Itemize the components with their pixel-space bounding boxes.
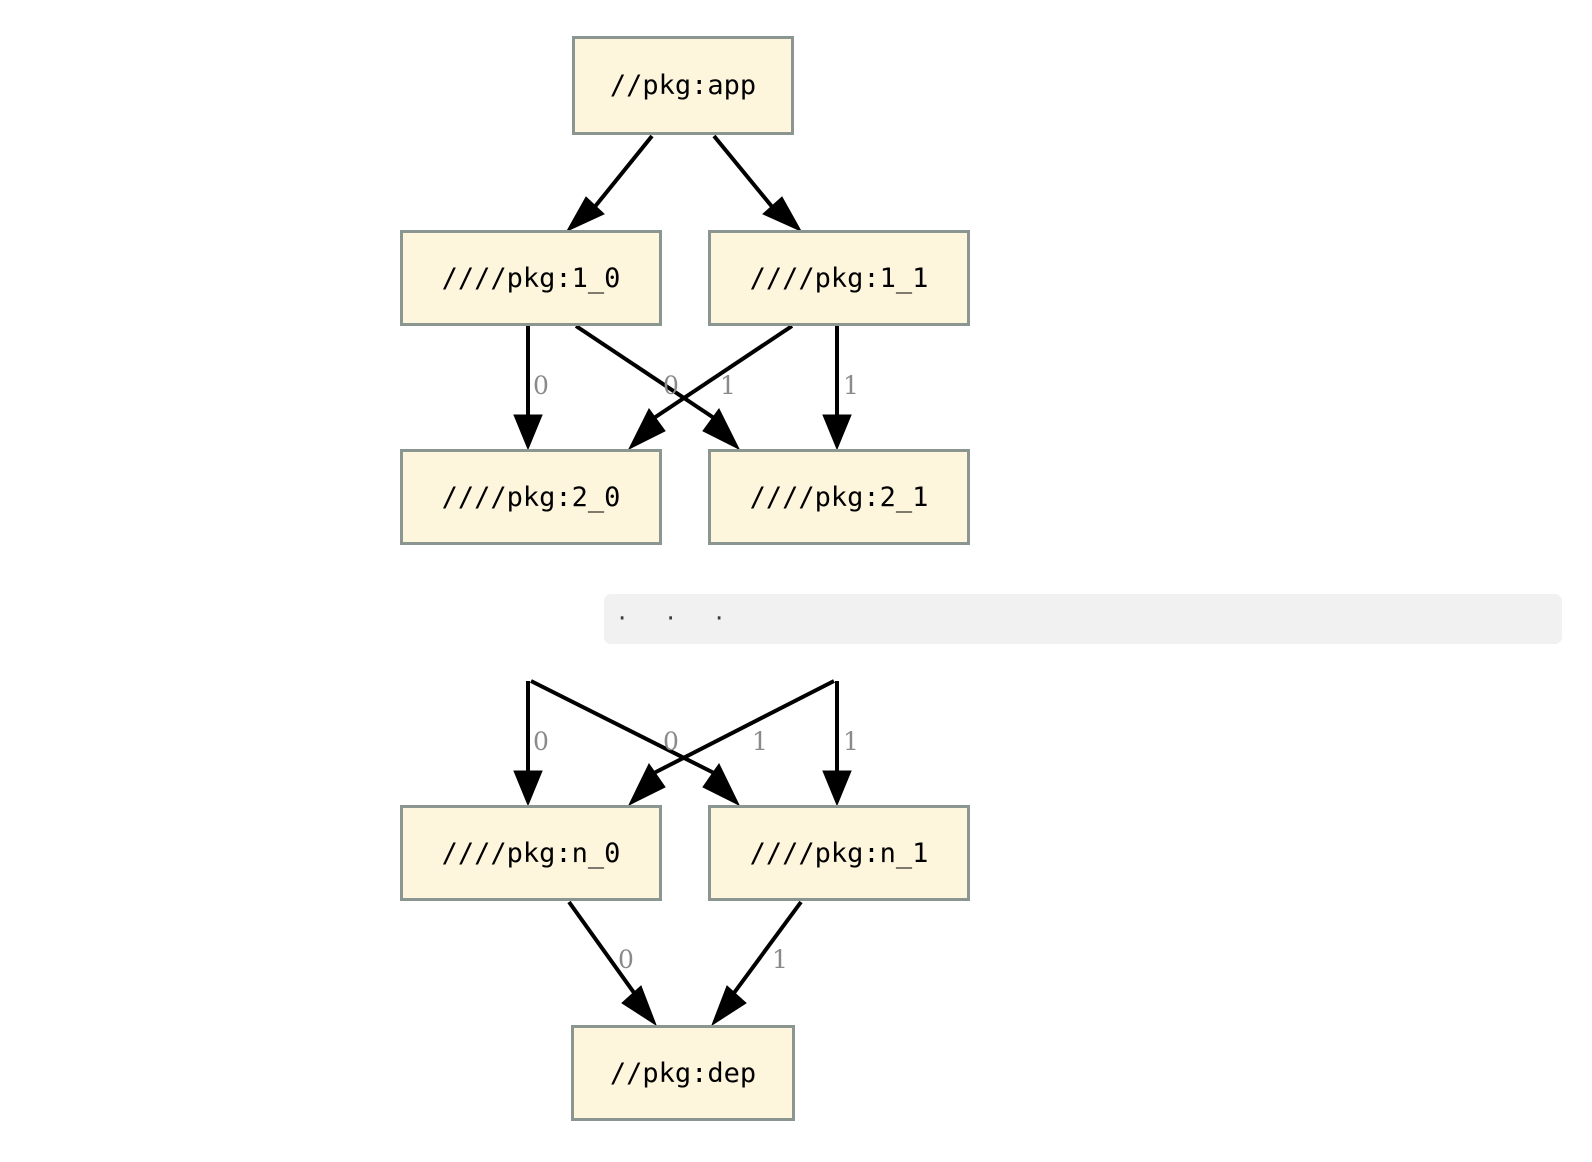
edge-label-prev1-to-n_0: 1 xyxy=(752,727,768,756)
node-pkg-n_0[interactable]: ////pkg:n_0 xyxy=(400,805,662,901)
edge-app-to-1_1 xyxy=(712,134,803,233)
edge-label-1_1-to-2_1: 1 xyxy=(843,371,859,400)
edge-app-to-1_0 xyxy=(565,134,654,233)
node-label: ////pkg:1_1 xyxy=(749,262,929,294)
node-pkg-1_0[interactable]: ////pkg:1_0 xyxy=(400,230,662,326)
node-pkg-app[interactable]: //pkg:app xyxy=(572,36,794,135)
edge-label-n_1-to-dep: 1 xyxy=(772,945,788,974)
node-label: ////pkg:2_0 xyxy=(441,481,621,513)
node-label: ////pkg:n_0 xyxy=(441,837,621,869)
node-pkg-2_0[interactable]: ////pkg:2_0 xyxy=(400,449,662,545)
edge-label-n_0-to-dep: 0 xyxy=(618,945,634,974)
edge-label-1_1-to-2_0: 1 xyxy=(720,371,736,400)
edge-label-prev0-to-n_1: 0 xyxy=(663,727,679,756)
node-pkg-dep[interactable]: //pkg:dep xyxy=(571,1025,795,1121)
edge-1_0-to-2_1 xyxy=(574,324,741,451)
edge-prev1-to-n_0 xyxy=(627,679,835,807)
edge-1_1-to-2_0 xyxy=(627,324,794,451)
edge-label-1_0-to-2_0: 0 xyxy=(533,371,549,400)
node-label: ////pkg:n_1 xyxy=(749,837,929,869)
node-pkg-2_1[interactable]: ////pkg:2_1 xyxy=(708,449,970,545)
edge-prev0-to-n_1 xyxy=(530,679,741,807)
edge-label-1_0-to-2_1: 0 xyxy=(663,371,679,400)
truncation-band: · · · xyxy=(604,594,1562,644)
node-label: //pkg:app xyxy=(609,70,757,101)
node-label: ////pkg:2_1 xyxy=(749,481,929,513)
ellipsis-icon: · · · xyxy=(618,604,740,634)
node-pkg-1_1[interactable]: ////pkg:1_1 xyxy=(708,230,970,326)
edge-n_0-to-dep xyxy=(567,900,658,1027)
edge-label-prev1-to-n_1: 1 xyxy=(843,727,859,756)
node-pkg-n_1[interactable]: ////pkg:n_1 xyxy=(708,805,970,901)
edge-label-prev0-to-n_0: 0 xyxy=(533,727,549,756)
node-label: ////pkg:1_0 xyxy=(441,262,621,294)
node-label: //pkg:dep xyxy=(609,1057,757,1089)
